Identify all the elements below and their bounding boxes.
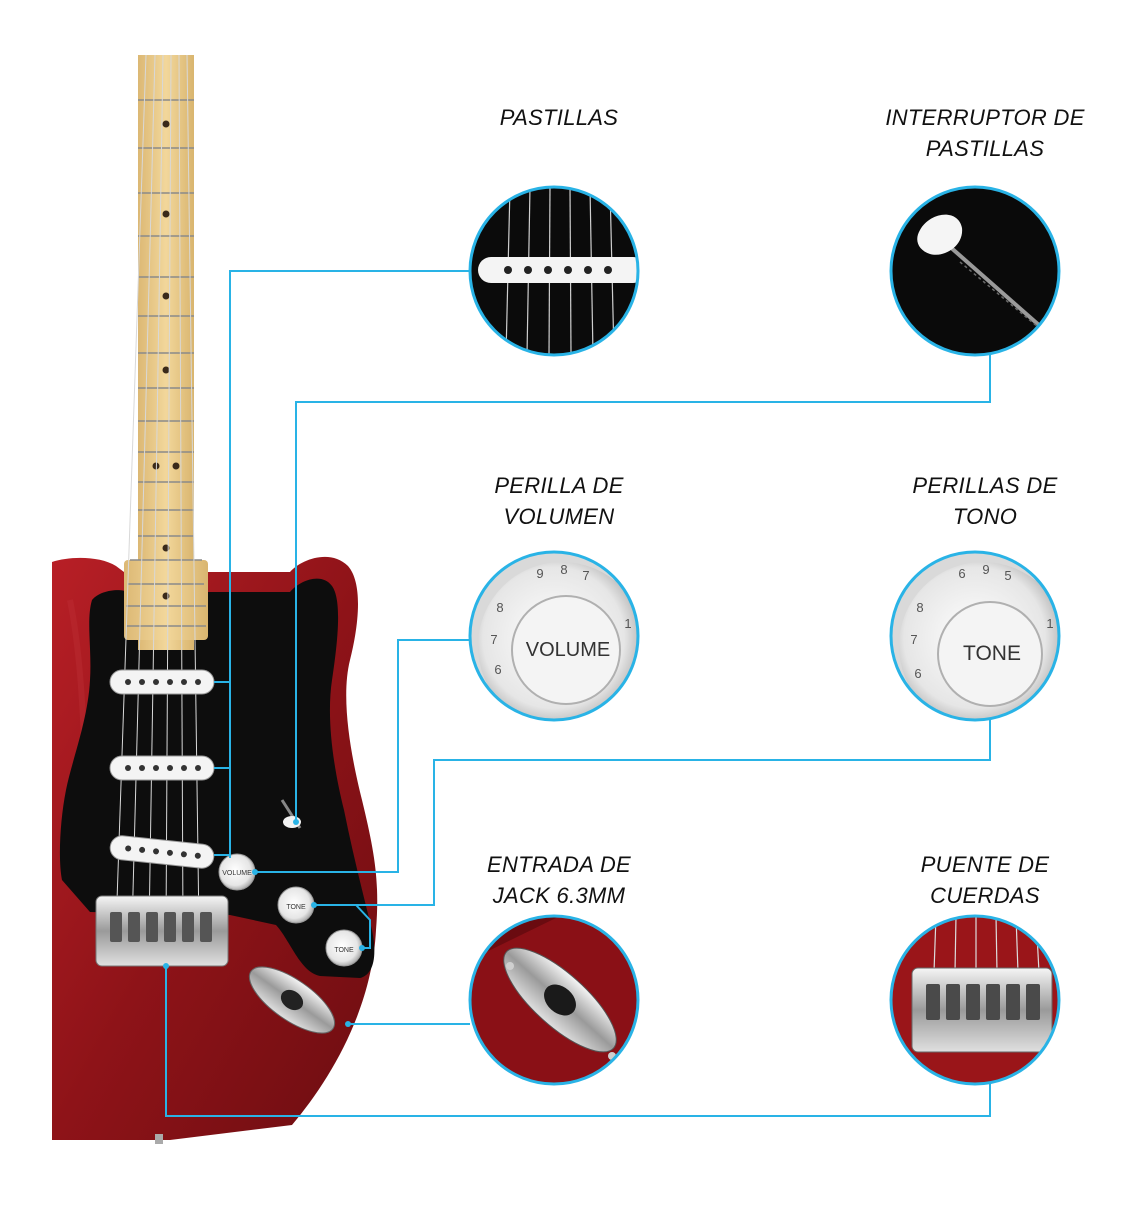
output-jack [248,966,336,1034]
leader-puente [165,966,991,1117]
leader-dots [163,819,365,1027]
svg-text:7: 7 [490,632,497,647]
callout-volume-text: VOLUME [526,639,610,661]
label-puente: PUENTE DE CUERDAS [920,852,1050,908]
pickup-neck [109,669,215,695]
leader-interruptor [295,355,991,822]
svg-text:1: 1 [1046,680,1053,695]
svg-text:9: 9 [982,562,989,577]
bridge [95,895,229,967]
leader-tono [314,720,991,906]
leader-pastillas [229,270,470,858]
svg-text:6: 6 [494,662,501,677]
label-volumen: PERILLA DE VOLUMEN [494,473,624,529]
label-jack: ENTRADA DE JACK 6.3MM [487,852,631,908]
guitar: VOLUME TONE TONE [52,54,378,1144]
svg-text:1: 1 [624,616,631,631]
leader-volumen [255,639,470,873]
label-interruptor: INTERRUPTOR DE PASTILLAS [885,105,1085,161]
callout-tone-text: TONE [963,642,1021,665]
tone-knob-1-label: TONE [286,904,306,911]
callout-circle-interruptor [889,185,1061,357]
svg-text:7: 7 [910,632,917,647]
label-tono: PERILLAS DE TONO [912,473,1058,529]
strings [115,54,200,931]
tone-knob-1: TONE [277,886,315,924]
svg-text:8: 8 [496,600,503,615]
svg-text:6: 6 [958,566,965,581]
tone-knob-2: TONE [325,929,363,967]
svg-text:8: 8 [916,600,923,615]
strap-button [155,1134,163,1144]
tone-knob-2-label: TONE [334,947,354,954]
svg-text:5: 5 [1004,568,1011,583]
svg-text:8: 8 [560,562,567,577]
svg-text:6: 6 [914,666,921,681]
svg-text:7: 7 [582,568,589,583]
callout-circle-puente [889,914,1061,1086]
pickup-middle [109,755,215,781]
svg-text:1: 1 [1046,616,1053,631]
pickups [109,669,215,869]
volume-knob: VOLUME [218,853,256,891]
pickup-bridge [109,835,215,869]
volume-knob-label: VOLUME [222,870,252,877]
svg-text:9: 9 [536,566,543,581]
label-pastillas: PASTILLAS [499,105,619,130]
leader-lines [165,270,991,1117]
svg-text:1: 1 [626,680,633,695]
callout-circle-pastillas [468,185,640,357]
callout-circle-jack [468,914,640,1086]
